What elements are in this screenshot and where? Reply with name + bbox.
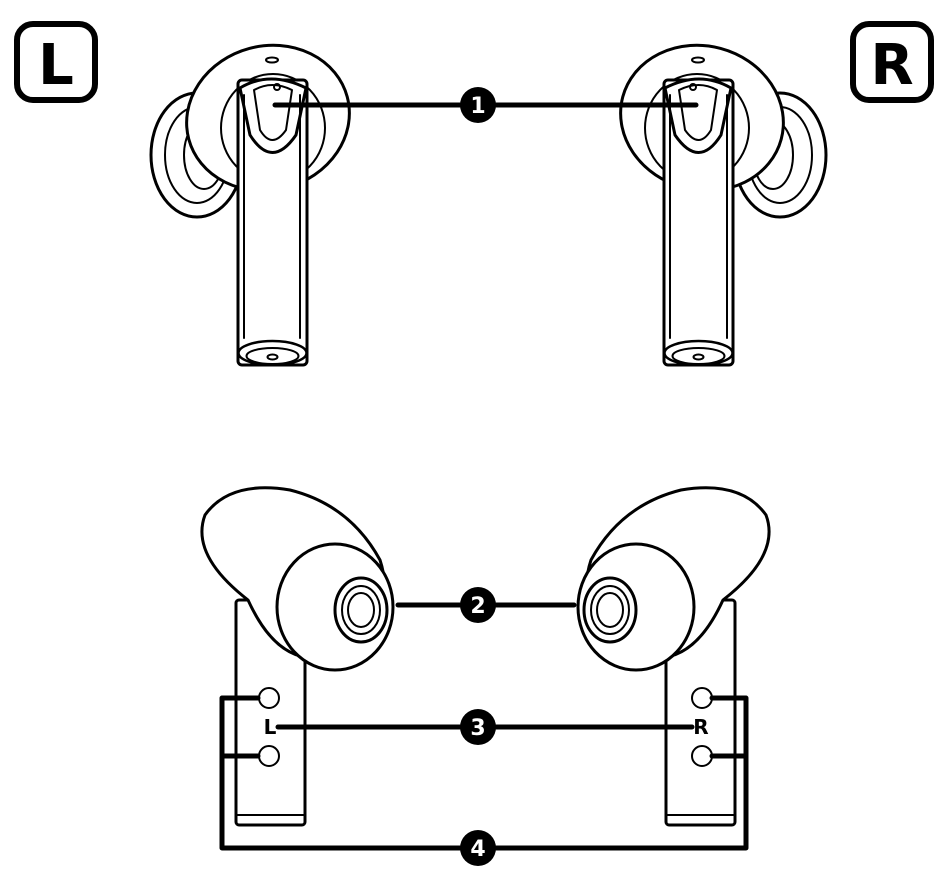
right-bottom-mic-hole bbox=[692, 353, 705, 361]
left-earbud-inner-view bbox=[200, 486, 395, 827]
callout-4: 4 bbox=[460, 830, 496, 866]
callout-3-number: 3 bbox=[470, 716, 485, 741]
left-top-mic-hole bbox=[265, 56, 279, 64]
left-side-mark: L bbox=[264, 715, 277, 739]
right-top-mic-hole bbox=[691, 56, 705, 64]
left-earbud-outer-view bbox=[149, 43, 351, 367]
left-charging-contact-top bbox=[258, 687, 280, 709]
left-bottom-mic-hole bbox=[266, 353, 279, 361]
right-earbud-inner-view bbox=[576, 486, 771, 827]
left-touch-sensor bbox=[238, 77, 308, 154]
left-sensor-dot bbox=[273, 83, 281, 91]
left-badge-letter: L bbox=[38, 33, 74, 98]
right-touch-sensor bbox=[663, 77, 733, 154]
right-charging-contact-top bbox=[691, 687, 713, 709]
right-earbud-outer-view bbox=[619, 43, 828, 367]
callout-4-number: 4 bbox=[470, 837, 485, 862]
callout-3: 3 bbox=[460, 709, 496, 745]
callout-1: 1 bbox=[460, 87, 496, 123]
callout-1-number: 1 bbox=[470, 94, 485, 119]
right-side-mark: R bbox=[693, 715, 708, 739]
right-sensor-dot bbox=[689, 83, 697, 91]
left-charging-contact-bottom bbox=[258, 745, 280, 767]
callout-2-number: 2 bbox=[470, 594, 485, 619]
right-charging-contact-bottom bbox=[691, 745, 713, 767]
left-side-badge: L bbox=[14, 21, 98, 103]
right-side-badge: R bbox=[850, 21, 934, 103]
callout-2: 2 bbox=[460, 587, 496, 623]
right-badge-letter: R bbox=[870, 33, 913, 98]
